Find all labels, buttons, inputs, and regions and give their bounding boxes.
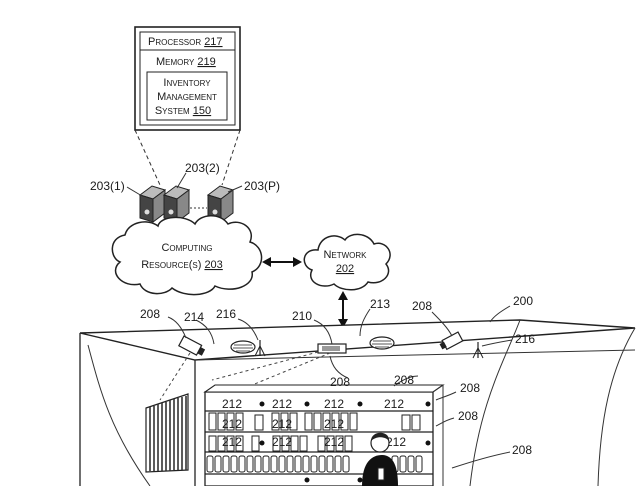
- network-line-1: Network: [323, 249, 367, 261]
- double-arrow-horizontal: [262, 257, 302, 267]
- sensor-field-lines: [159, 351, 331, 401]
- reference-leader-lines: [167, 305, 513, 469]
- server-label-1: 203(1): [90, 179, 125, 193]
- reader-icon: [369, 336, 395, 350]
- shelf-label: 212: [222, 417, 242, 431]
- ref-214: 214: [184, 310, 204, 324]
- camera-icon: [178, 335, 206, 356]
- processor-label: Processor 217: [148, 36, 223, 48]
- computing-line-2: Resource(s) 203: [141, 259, 223, 271]
- ref-208-camera-right: 208: [412, 299, 432, 313]
- leader-203-2: [176, 172, 187, 189]
- ref-216-left: 216: [216, 307, 236, 321]
- ref-210: 210: [292, 309, 312, 323]
- antenna-icon: [472, 342, 484, 359]
- facility-labels: 208 214 216 210 213 208 200 216 208 208 …: [140, 294, 535, 457]
- server-icon: [162, 185, 191, 223]
- overhead-sensor-icon: [317, 343, 347, 354]
- shelf-label: 212: [222, 435, 242, 449]
- server-label-p: 203(P): [244, 179, 280, 193]
- shelf-labels: 212 212 212 212 212 212 212 212 212 212 …: [222, 397, 406, 449]
- antenna-icon: [254, 340, 266, 357]
- shelf-label: 212: [222, 397, 242, 411]
- shelf-items-row-3: [206, 455, 423, 473]
- ims-ref: 150: [193, 105, 211, 117]
- network-ref: 202: [336, 263, 354, 275]
- ref-208-side-1: 208: [460, 381, 480, 395]
- ref-200: 200: [513, 294, 533, 308]
- computing-resources-cloud: Computing Resource(s) 203: [111, 215, 263, 296]
- shelf-label: 212: [324, 397, 344, 411]
- projection-lines: [134, 129, 241, 186]
- ref-208-side-3: 208: [512, 443, 532, 457]
- user-figure-icon: [362, 432, 398, 486]
- computing-ref: 203: [204, 259, 222, 271]
- ims-line-2: Management: [157, 91, 217, 103]
- servers: 203(1) 203(2) 203(P): [90, 161, 280, 223]
- ref-213: 213: [370, 297, 390, 311]
- shelf-items-row-1: [208, 412, 421, 431]
- leader-203-p: [227, 185, 243, 193]
- ims-line-1: Inventory: [163, 77, 211, 89]
- shelf-label: 212: [384, 397, 404, 411]
- shelf-label: 212: [272, 397, 292, 411]
- camera-icon: [439, 331, 464, 351]
- shelf-sensor-dots: [259, 401, 431, 483]
- processor-ref: 217: [204, 36, 222, 48]
- leader-203-1: [126, 186, 143, 197]
- processor-box: Processor 217 Memory 219 Inventory Manag…: [134, 26, 241, 131]
- server-icon: [138, 185, 167, 223]
- materials-handling-facility: [79, 319, 636, 486]
- shelf-label: 212: [386, 435, 406, 449]
- ref-208-side-2: 208: [458, 409, 478, 423]
- ref-208-shelf-a: 208: [330, 375, 350, 389]
- shelf-label: 212: [324, 435, 344, 449]
- network-cloud: Network 202: [303, 233, 391, 291]
- memory-ref: 219: [197, 56, 215, 68]
- shelf-items-row-2: [208, 435, 353, 452]
- shelf-label: 212: [324, 417, 344, 431]
- inventory-management-system-box: [146, 71, 228, 121]
- ims-line-3: System 150: [155, 105, 211, 117]
- reader-icon: [230, 340, 256, 354]
- shelf-label: 212: [272, 435, 292, 449]
- shelf-label: 212: [272, 417, 292, 431]
- ref-216-right: 216: [515, 332, 535, 346]
- computing-line-1: Computing: [161, 242, 212, 254]
- memory-label: Memory 219: [156, 56, 216, 68]
- wall-display-icon: [145, 393, 189, 473]
- ref-208-shelf-b: 208: [394, 373, 414, 387]
- ref-208-camera-left: 208: [140, 307, 160, 321]
- server-label-2: 203(2): [185, 161, 220, 175]
- double-arrow-vertical: [338, 291, 348, 328]
